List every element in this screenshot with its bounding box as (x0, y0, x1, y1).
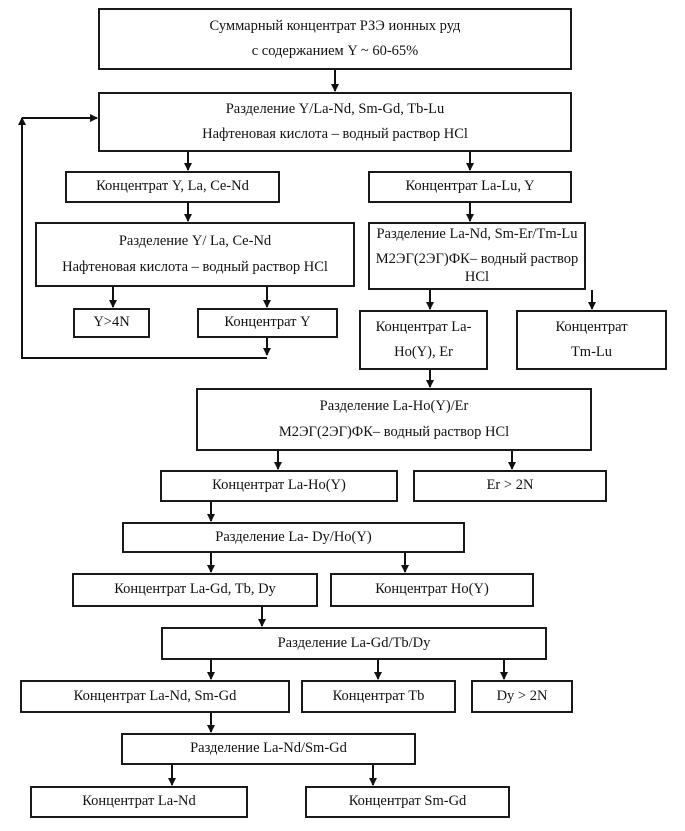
node-concentrate-ho-y: Концентрат Ho(Y) (330, 573, 534, 607)
node-text-line: с содержанием Y ~ 60-65% (251, 43, 419, 59)
node-text: Концентрат La-Gd, Tb, Dy (114, 581, 276, 598)
node-text-line: Tm-Lu (570, 344, 613, 360)
node-text: Концентрат Y, La, Ce-Nd (96, 178, 249, 195)
node-concentrate-tm-lu: Концентрат Tm-Lu (516, 310, 667, 370)
node-text: Концентрат Ho(Y) (375, 581, 489, 598)
node-text: Разделение La- Dy/Ho(Y) (215, 528, 372, 545)
node-concentrate-la-nd-sm-gd: Концентрат La-Nd, Sm-Gd (20, 680, 290, 713)
node-concentrate-la-ho-y-er: Концентрат La- Ho(Y), Er (359, 310, 488, 370)
node-concentrate-la-ho-y: Концентрат La-Ho(Y) (160, 470, 398, 502)
node-source-concentrate: Суммарный концентрат РЗЭ ионных руд с со… (98, 8, 572, 70)
node-text: Концентрат Y (224, 314, 311, 331)
node-text: Разделение La-Nd/Sm-Gd (190, 740, 347, 757)
node-text-line: Суммарный концентрат РЗЭ ионных руд (209, 17, 461, 34)
node-text-line: Разделение Y/La-Nd, Sm-Gd, Tb-Lu (225, 100, 445, 117)
node-text: Концентрат La-Lu, Y (405, 178, 535, 195)
node-text: Y>4N (93, 314, 130, 331)
node-text-line: Концентрат (555, 318, 628, 335)
node-text: Er > 2N (486, 477, 534, 494)
node-text-line: Разделение La-Ho(Y)/Er (319, 398, 469, 415)
node-concentrate-y: Концентрат Y (197, 308, 338, 338)
node-text-line: М2ЭГ(2ЭГ)ФК– водный раствор HCl (278, 423, 510, 440)
node-separation-la-ho-y-er: Разделение La-Ho(Y)/Er М2ЭГ(2ЭГ)ФК– водн… (196, 388, 592, 451)
node-text-line: Ho(Y), Er (394, 344, 453, 360)
edge-recycle-loop (18, 117, 267, 359)
node-separation-y-la-ce-nd: Разделение Y/ La, Ce-Nd Нафтеновая кисло… (35, 222, 355, 287)
node-text-line: Нафтеновая кислота – водный раствор HCl (62, 258, 328, 275)
node-concentrate-la-lu-y: Концентрат La-Lu, Y (368, 171, 572, 203)
node-concentrate-sm-gd: Концентрат Sm-Gd (305, 786, 510, 818)
node-text: Концентрат Sm-Gd (348, 793, 467, 810)
node-separation-la-gd-tb-dy: Разделение La-Gd/Tb/Dy (161, 627, 547, 660)
node-separation-la-dy-ho-y: Разделение La- Dy/Ho(Y) (122, 522, 465, 553)
node-text: Концентрат La-Ho(Y) (212, 477, 346, 494)
node-concentrate-y-la-ce-nd: Концентрат Y, La, Ce-Nd (65, 171, 280, 203)
node-product-y-4n: Y>4N (73, 308, 150, 338)
node-text-line: М2ЭГ(2ЭГ)ФК– водный раствор HCl (375, 251, 579, 285)
node-text: Dy > 2N (496, 687, 548, 704)
node-product-dy-2n: Dy > 2N (471, 680, 573, 713)
node-concentrate-tb: Концентрат Tb (301, 680, 456, 713)
node-text-line: Концентрат La- (375, 318, 472, 335)
node-separation-y-la-nd: Разделение Y/La-Nd, Sm-Gd, Tb-Lu Нафтено… (98, 92, 572, 152)
node-text: Разделение La-Gd/Tb/Dy (277, 634, 431, 651)
node-text: Концентрат La-Nd, Sm-Gd (73, 687, 237, 704)
node-separation-la-nd-sm-gd: Разделение La-Nd/Sm-Gd (121, 733, 416, 765)
node-separation-la-nd-sm-er-tm-lu: Разделение La-Nd, Sm-Er/Tm-Lu М2ЭГ(2ЭГ)Ф… (368, 222, 586, 290)
node-concentrate-la-nd: Концентрат La-Nd (30, 786, 248, 818)
node-text-line: Разделение La-Nd, Sm-Er/Tm-Lu (376, 225, 578, 242)
node-text-line: Разделение Y/ La, Ce-Nd (118, 233, 272, 250)
node-text: Концентрат Tb (332, 687, 425, 704)
node-product-er-2n: Er > 2N (413, 470, 607, 502)
node-concentrate-la-gd-tb-dy: Концентрат La-Gd, Tb, Dy (72, 573, 318, 607)
node-text-line: Нафтеновая кислота – водный раствор HCl (202, 126, 468, 142)
node-text: Концентрат La-Nd (82, 793, 196, 810)
